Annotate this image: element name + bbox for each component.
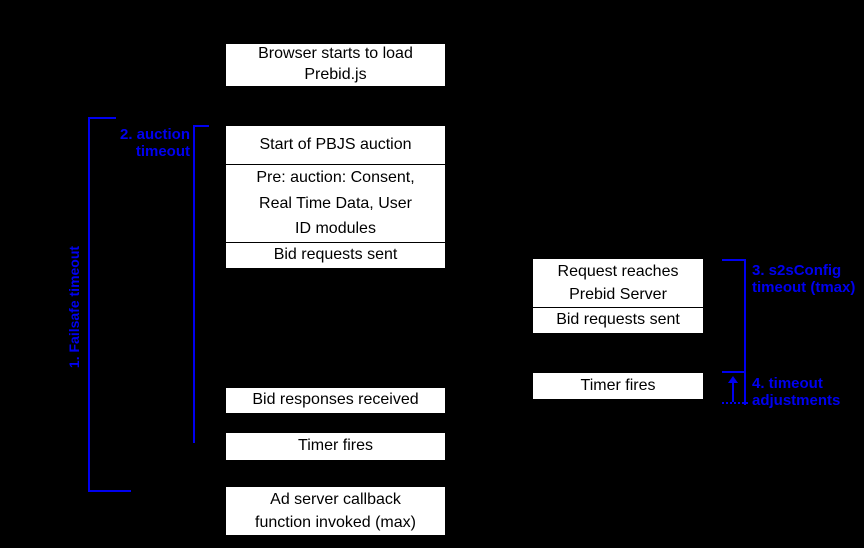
s2s-bracket-line — [744, 259, 746, 405]
event-box-bid-requests-sent-server: Bid requests sent — [533, 308, 703, 333]
failsafe-bracket-top-tick — [88, 117, 116, 119]
event-box-timer-fires-server: Timer fires — [533, 373, 703, 399]
auction-bracket-line — [193, 125, 195, 443]
event-box-browser-load: Browser starts to load Prebid.js — [226, 44, 445, 86]
s2s-timeout-label: 3. s2sConfig timeout (tmax) — [752, 262, 856, 296]
s2s-bracket-mid-tick — [722, 371, 746, 373]
adjustment-dotted-line — [722, 402, 748, 404]
adjustment-arrow-shaft — [732, 382, 734, 402]
event-box-bid-responses-received: Bid responses received — [226, 388, 445, 413]
failsafe-timeout-label: 1. Failsafe timeout — [66, 245, 82, 369]
event-box-bid-requests-sent-client: Bid requests sent — [226, 243, 445, 268]
event-box-start-auction: Start of PBJS auction — [226, 126, 445, 164]
s2s-bracket-top-tick — [722, 259, 746, 261]
event-box-request-reaches-server: Request reaches Prebid Server — [533, 259, 703, 307]
failsafe-bracket-line — [88, 117, 90, 492]
adjustment-arrow-up-icon — [728, 376, 738, 383]
timeout-adjustments-label: 4. timeout adjustments — [752, 375, 841, 409]
event-box-ad-server-callback: Ad server callback function invoked (max… — [226, 487, 445, 535]
auction-timeout-label: 2. auction timeout — [119, 126, 190, 160]
auction-bracket-top-tick — [193, 125, 209, 127]
event-box-timer-fires-client: Timer fires — [226, 433, 445, 460]
failsafe-bracket-bottom-tick — [88, 490, 131, 492]
event-box-pre-auction-modules: Pre: auction: Consent, Real Time Data, U… — [226, 165, 445, 242]
